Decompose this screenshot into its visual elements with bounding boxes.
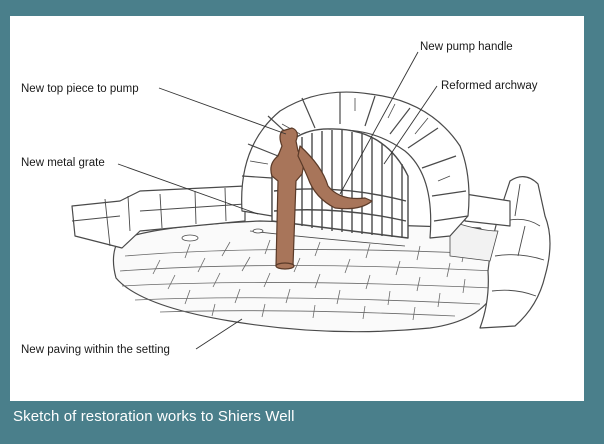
well-sketch <box>71 51 551 350</box>
label-archway: Reformed archway <box>441 80 538 92</box>
label-pump-handle: New pump handle <box>420 41 513 53</box>
label-top-piece: New top piece to pump <box>21 83 139 95</box>
paving-area <box>112 220 501 333</box>
caption: Sketch of restoration works to Shiers We… <box>13 408 295 425</box>
label-paving: New paving within the setting <box>21 344 170 356</box>
pump <box>270 127 373 270</box>
sketch-panel: New pump handle New top piece to pump Re… <box>10 16 584 401</box>
leader-lines <box>117 51 438 350</box>
left-wall <box>71 185 246 249</box>
paving-slabs <box>119 239 496 321</box>
label-metal-grate: New metal grate <box>21 157 105 169</box>
